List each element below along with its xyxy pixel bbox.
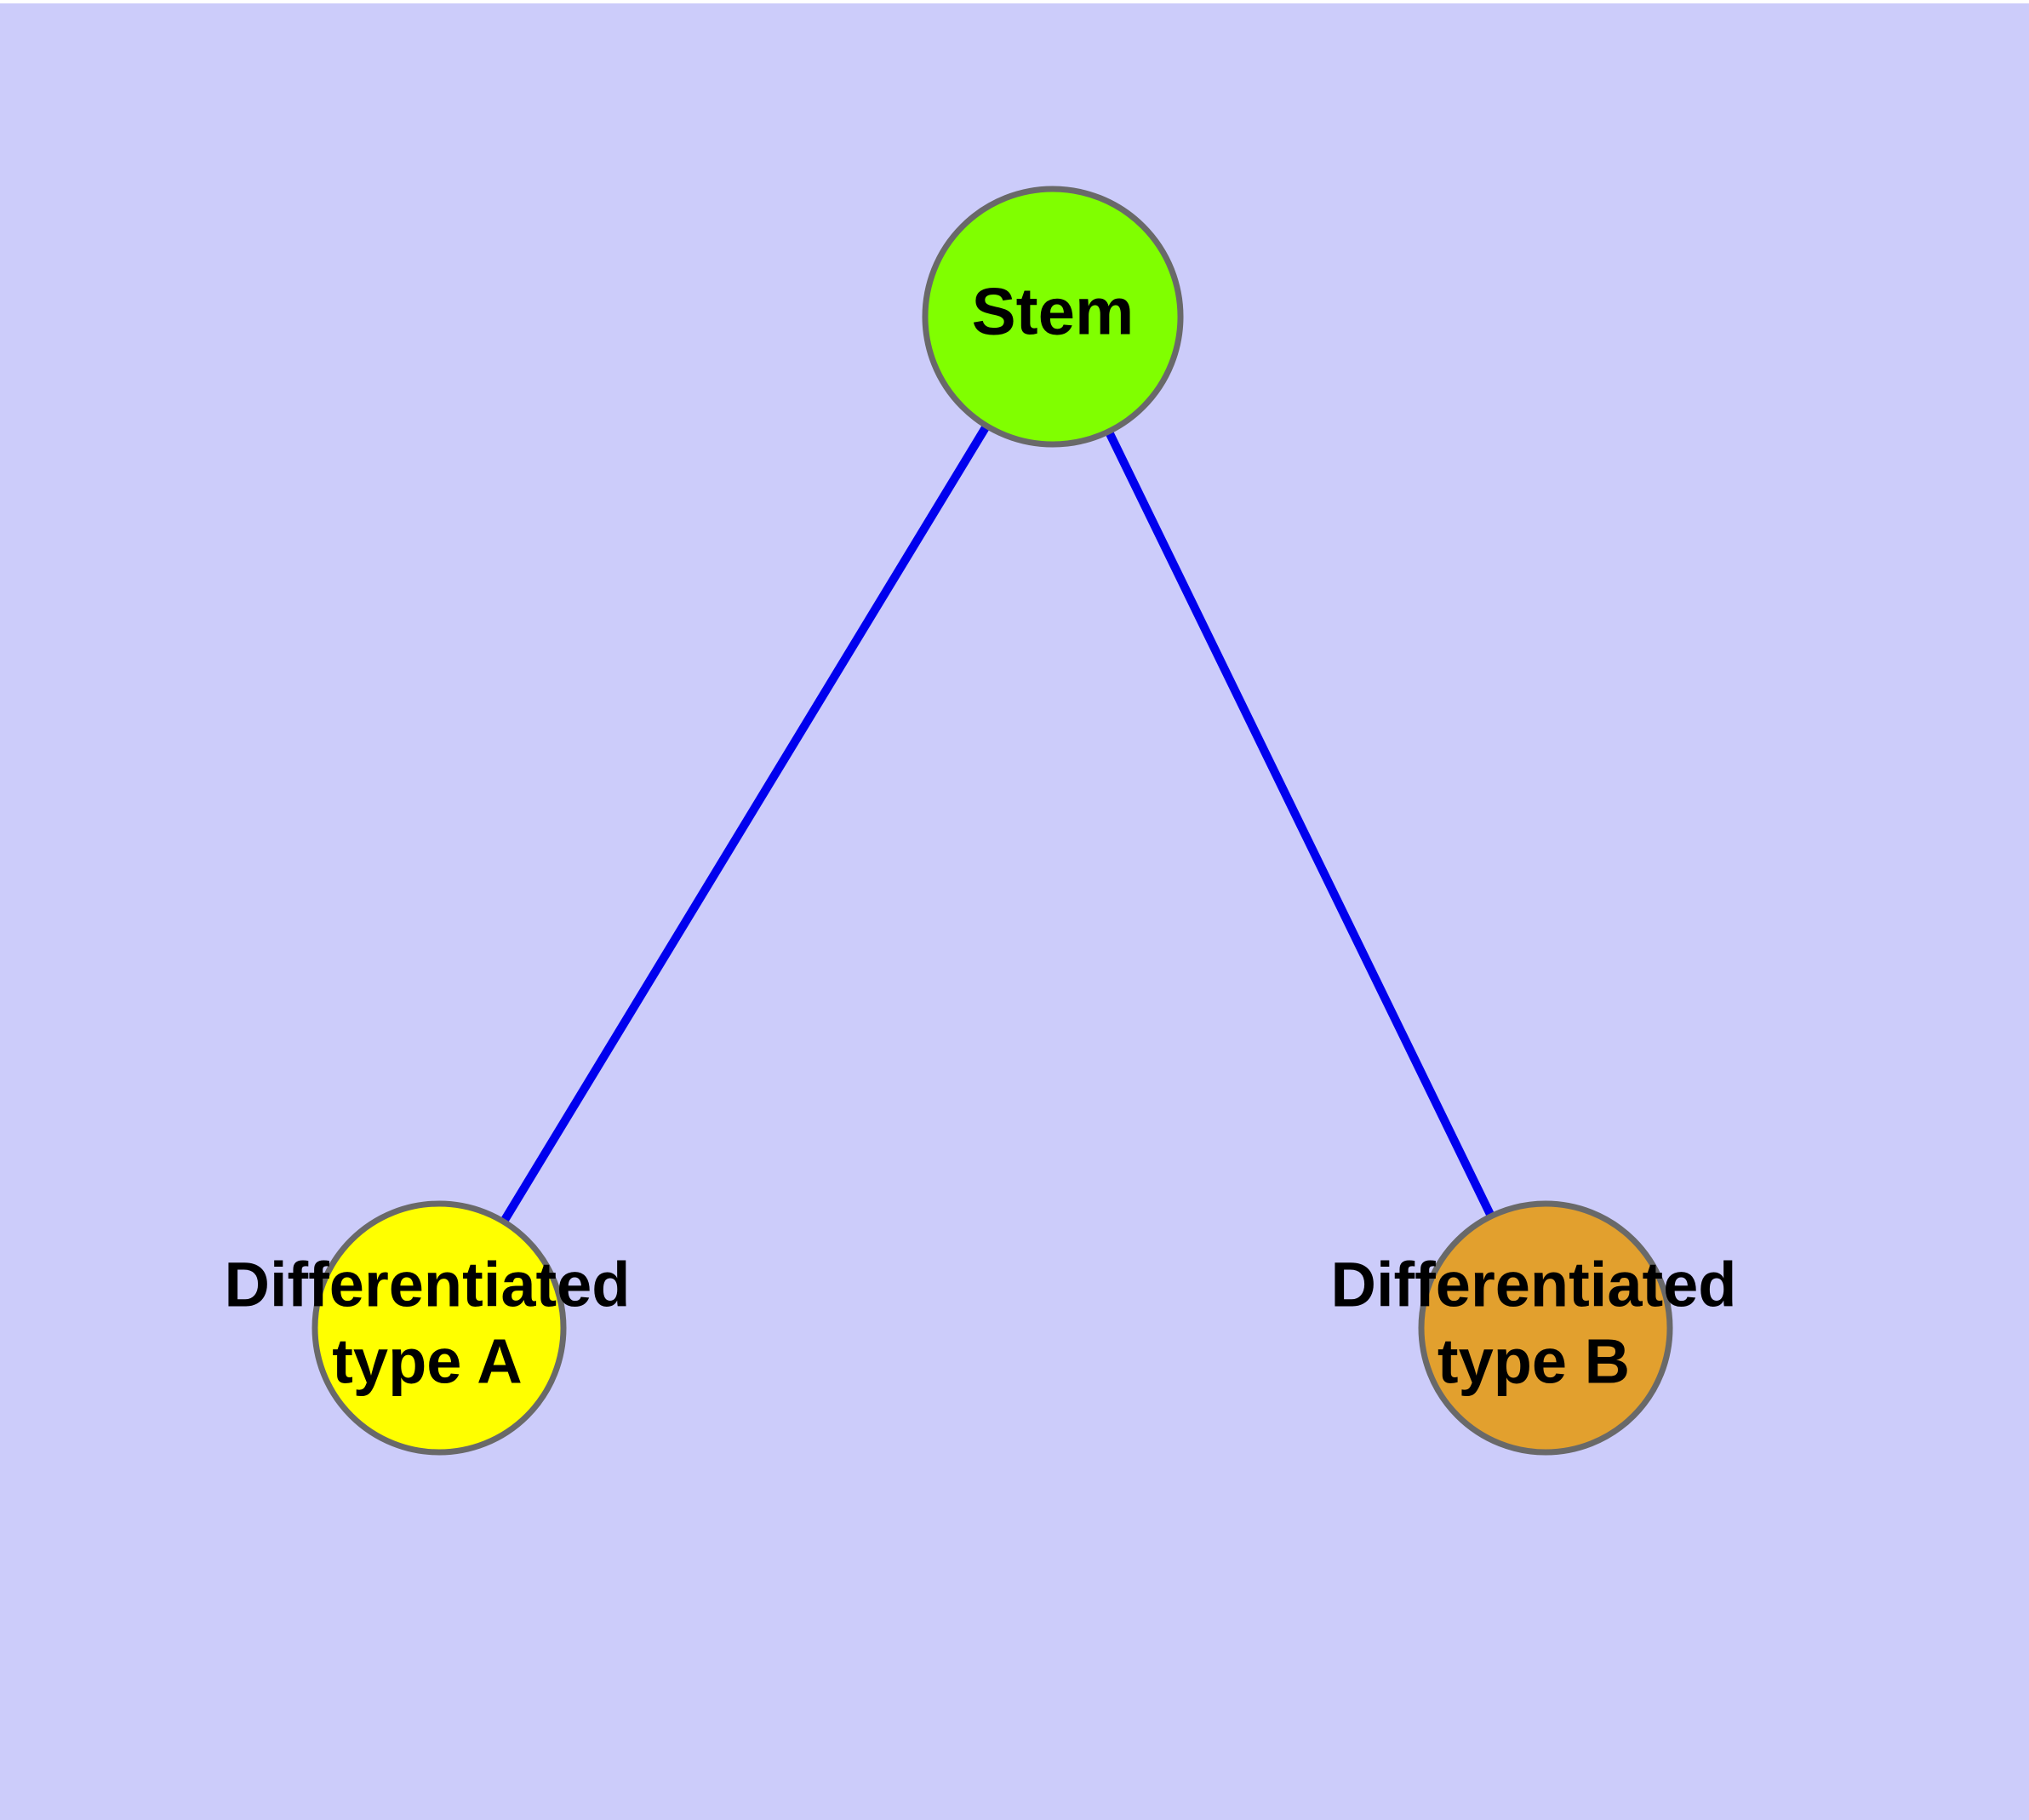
node-differentiated-type-b-circle[interactable] xyxy=(1418,1200,1673,1456)
node-differentiated-type-a-circle[interactable] xyxy=(311,1200,567,1456)
node-layer: Stem Differentiated type A Differentiate… xyxy=(225,186,1737,1456)
node-differentiated-type-a-label-line-2: type A xyxy=(332,1326,522,1397)
node-differentiated-type-a[interactable]: Differentiated type A xyxy=(225,1200,631,1456)
node-stem-circle[interactable] xyxy=(922,186,1184,448)
node-differentiated-type-b[interactable]: Differentiated type B xyxy=(1331,1200,1737,1456)
node-differentiated-type-a-label-line-1: Differentiated xyxy=(225,1250,631,1320)
node-stem[interactable]: Stem xyxy=(922,186,1184,448)
node-differentiated-type-b-label-line-1: Differentiated xyxy=(1331,1250,1737,1320)
node-differentiated-type-b-label-line-2: type B xyxy=(1437,1326,1630,1397)
node-stem-label-line-1: Stem xyxy=(972,274,1135,349)
edge-stem-to-differentiated-type-a[interactable] xyxy=(500,425,990,1223)
edge-layer xyxy=(500,425,1495,1223)
edge-stem-to-differentiated-type-b[interactable] xyxy=(1106,431,1495,1217)
